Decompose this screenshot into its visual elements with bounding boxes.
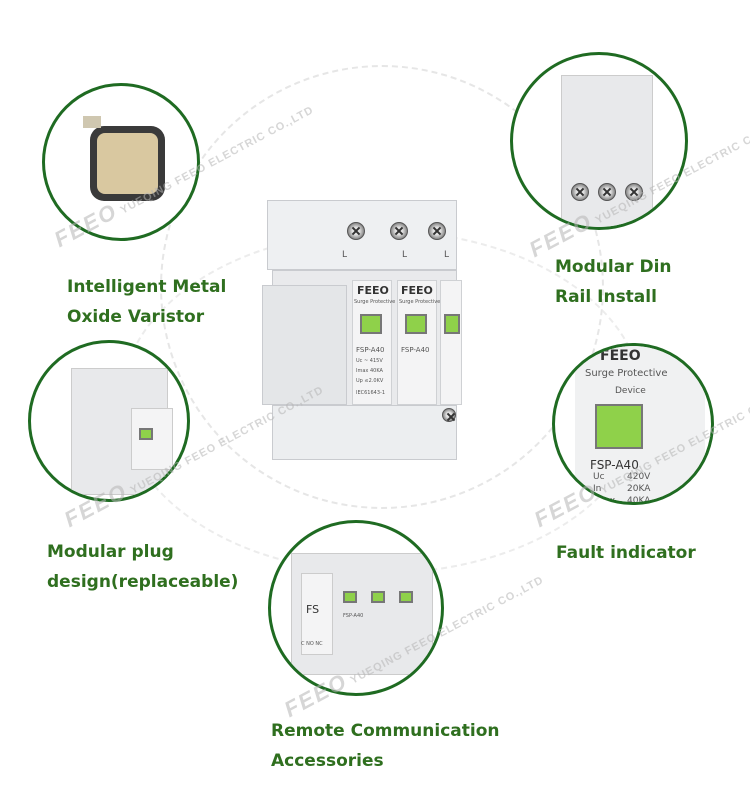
fault-line2: Device xyxy=(615,386,646,396)
fault-indicator-window xyxy=(399,591,413,603)
module-subtitle: Surge Protective xyxy=(354,299,396,305)
fault-in-label: In xyxy=(593,484,602,494)
fault-indicator-window xyxy=(444,314,460,334)
spd-module xyxy=(352,280,392,405)
ground-icon xyxy=(442,408,456,422)
terminal-label: L xyxy=(402,250,408,260)
remote-fs: FS xyxy=(306,603,320,616)
fault-uc-value: 420V xyxy=(627,472,651,482)
module-spec: Uc ~ 415V xyxy=(356,358,383,364)
remote-model: FSP-A40 xyxy=(343,613,364,619)
fault-in-value: 20KA xyxy=(627,484,651,494)
module-spec: Up ≤2.0KV xyxy=(356,378,384,384)
spd-module xyxy=(397,280,437,405)
fault-indicator-window xyxy=(343,591,357,603)
terminal-screw-icon xyxy=(390,222,408,240)
din-rail-closeup xyxy=(510,52,688,230)
module-brand: FEEO xyxy=(401,284,433,297)
product-main: L L L FEEO FEEO Surge Protective Surge P… xyxy=(262,200,462,468)
fault-indicator-window xyxy=(139,428,153,440)
plug-closeup xyxy=(28,340,190,502)
terminal-screw-icon xyxy=(347,222,365,240)
fault-indicator-window xyxy=(595,404,643,449)
terminal-screw-icon xyxy=(428,222,446,240)
varistor-closeup xyxy=(42,83,200,241)
fault-brand: FEEO xyxy=(600,348,641,364)
module-brand: FEEO xyxy=(357,284,389,297)
spd-module xyxy=(440,280,462,405)
fault-indicator-closeup: FEEO Surge Protective Device FSP-A40 Uc … xyxy=(552,343,714,505)
terminal-screw-icon xyxy=(571,183,589,201)
fault-indicator-window xyxy=(371,591,385,603)
module-standard: IEC61643-1 xyxy=(356,390,386,396)
fault-imax-value: 40KA xyxy=(627,496,651,505)
module-model: FSP-A40 xyxy=(401,346,430,354)
remote-terminals: C NO NC xyxy=(301,641,323,647)
fault-line1: Surge Protective xyxy=(585,368,668,379)
remote-closeup: FS C NO NC FSP-A40 xyxy=(268,520,444,696)
module-model: FSP-A40 xyxy=(356,346,385,354)
fault-model: FSP-A40 xyxy=(590,458,639,472)
terminal-label: L xyxy=(444,250,450,260)
feature-fault-label: Fault indicator xyxy=(556,543,696,563)
din-clip xyxy=(262,285,347,405)
fault-indicator-window xyxy=(405,314,427,334)
fault-uc-label: Uc xyxy=(593,472,605,482)
terminal-screw-icon xyxy=(598,183,616,201)
fault-indicator-window xyxy=(360,314,382,334)
terminal-screw-icon xyxy=(625,183,643,201)
module-subtitle: Surge Protective xyxy=(399,299,441,305)
fault-imax-label: Imax xyxy=(593,496,616,505)
terminal-label: L xyxy=(342,250,348,260)
module-spec: Imax 40KA xyxy=(356,368,383,374)
